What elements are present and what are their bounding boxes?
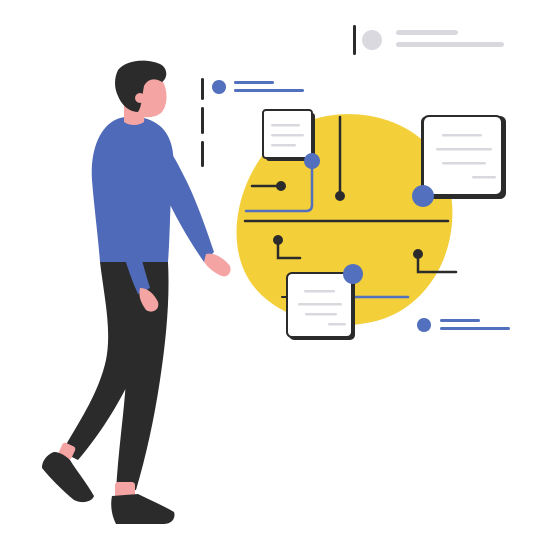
circuit-node-2 <box>335 191 345 201</box>
person-front-arm <box>146 130 214 262</box>
person-hair <box>115 60 167 112</box>
legend-blue-top-line-1 <box>234 81 274 84</box>
circuit-elbow-left <box>276 238 302 260</box>
legend-grey-line-long <box>396 42 504 47</box>
note-card-large-line-1 <box>442 134 482 137</box>
note-card-large-line-2 <box>436 148 492 151</box>
person-back-arm <box>103 140 150 294</box>
note-card-bottom-line-1 <box>304 290 335 293</box>
legend-blue-top-dot <box>212 80 226 94</box>
legend-grey <box>353 25 504 55</box>
note-card-bottom-line-4 <box>328 323 346 326</box>
note-card-large-line-4 <box>472 176 496 179</box>
circuit-elbow-right <box>416 252 458 274</box>
dash-3 <box>201 141 204 167</box>
legend-grey-bar <box>353 25 356 55</box>
legend-blue-bottom <box>417 318 510 332</box>
connector-dot-large-card <box>412 185 434 207</box>
person-front-leg <box>108 262 169 492</box>
note-card-small-line-2 <box>271 134 304 137</box>
legend-blue-bottom-dot <box>417 318 431 332</box>
circuit-node-4 <box>413 249 423 259</box>
person-front-ankle <box>115 482 135 498</box>
note-card-bottom <box>286 272 355 340</box>
dash-1 <box>201 78 204 100</box>
note-card-bottom-line-3 <box>305 313 337 316</box>
person-back-shoe <box>42 452 94 503</box>
note-card-small-line-3 <box>271 144 296 147</box>
dash-marks <box>201 78 204 167</box>
circuit-nodes <box>273 181 423 259</box>
circuit-node-1 <box>276 181 286 191</box>
person <box>42 60 231 524</box>
legend-blue-bottom-line-2 <box>440 327 510 330</box>
note-card-large-line-3 <box>442 162 486 165</box>
note-card-bottom-line-2 <box>298 303 342 306</box>
legend-blue-top-line-2 <box>234 89 304 92</box>
legend-blue-top <box>212 80 304 94</box>
person-back-hand <box>139 288 159 312</box>
circuit-blue-left <box>244 159 314 213</box>
connector-dot-small-card <box>304 153 320 169</box>
person-front-shoe <box>111 494 175 524</box>
note-card-small-line-1 <box>271 124 300 127</box>
circuit-node-3 <box>273 235 283 245</box>
note-card-large-body <box>422 115 503 196</box>
note-card-small <box>262 109 315 161</box>
dash-2 <box>201 107 204 134</box>
legend-grey-line-short <box>396 30 458 35</box>
connector-dot-bottom-card <box>343 264 363 284</box>
note-card-large <box>421 115 506 199</box>
person-ear <box>135 93 145 103</box>
legend-grey-dot <box>362 30 382 50</box>
person-front-hand <box>204 253 231 277</box>
legend-blue-bottom-line-1 <box>440 319 480 322</box>
